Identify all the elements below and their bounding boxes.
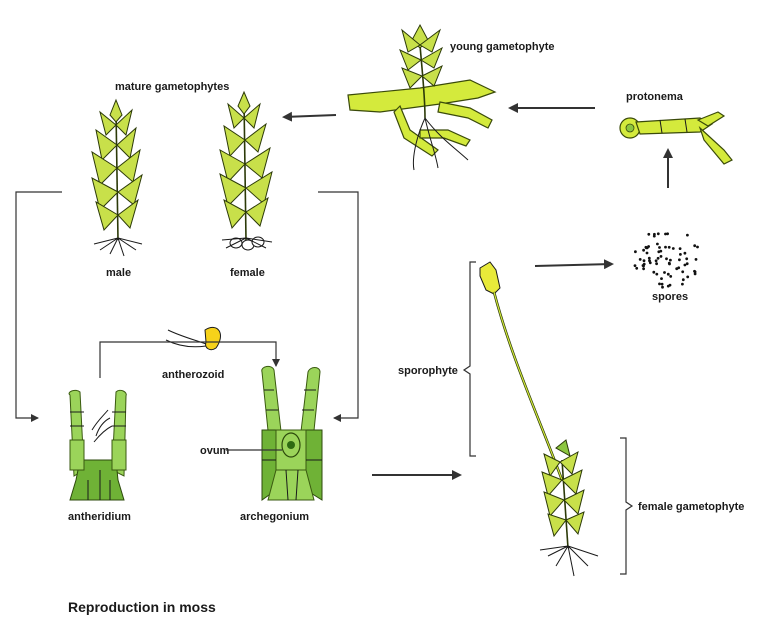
arrow-young-to-mature — [282, 111, 337, 122]
spore-dot — [664, 245, 667, 249]
spore-dot — [647, 232, 651, 236]
spore-dot — [686, 275, 690, 279]
protonema-label: protonema — [626, 91, 684, 103]
spore-dot — [679, 253, 682, 256]
spore-dot — [666, 272, 670, 276]
spore-dot — [667, 261, 671, 265]
connector-male-to-antheridium — [15, 191, 62, 422]
spore-dot — [658, 246, 661, 249]
spore-dot — [655, 262, 658, 266]
spore-dot — [647, 245, 650, 248]
female-gametophyte-illustration — [219, 90, 273, 251]
connector-antherozoid — [99, 341, 280, 378]
antherozoid-label: antherozoid — [162, 369, 224, 381]
female-label: female — [230, 267, 265, 279]
spore-dot — [693, 244, 697, 248]
spore-dot — [664, 232, 667, 236]
spores-label: spores — [652, 291, 688, 303]
archegonium-illustration — [261, 365, 323, 501]
spore-dot — [642, 259, 646, 263]
spore-dot — [642, 248, 645, 252]
female-gametophyte-bracket — [620, 437, 634, 575]
spores-cluster — [633, 232, 699, 289]
spore-dot — [681, 278, 685, 282]
spore-dot — [656, 242, 659, 246]
spore-dot — [686, 233, 689, 237]
sporophyte-bracket — [462, 261, 476, 457]
spore-dot — [667, 245, 671, 249]
spore-dot — [671, 247, 675, 250]
spore-dot — [658, 282, 661, 286]
spore-dot — [669, 258, 672, 262]
spore-dot — [644, 245, 648, 249]
spore-dot — [642, 262, 646, 266]
antheridium-label: antheridium — [68, 511, 131, 523]
spore-dot — [693, 270, 697, 274]
connector-female-to-archegonium — [318, 191, 359, 422]
antherozoid-illustration — [165, 326, 221, 351]
male-gametophyte-illustration — [91, 98, 143, 257]
antheridium-illustration — [68, 389, 127, 501]
spore-dot — [642, 267, 645, 271]
spore-dot — [685, 257, 689, 261]
spore-dot — [696, 245, 699, 249]
male-label: male — [106, 267, 131, 279]
spore-dot — [657, 250, 661, 254]
spore-dot — [638, 258, 642, 261]
spore-dot — [683, 251, 687, 255]
spore-dot — [660, 282, 664, 286]
mature-gametophytes-label: mature gametophytes — [115, 81, 229, 93]
female-gametophyte-label: female gametophyte — [638, 501, 744, 513]
spore-dot — [665, 257, 668, 261]
spore-dot — [678, 247, 682, 251]
spore-dot — [681, 282, 684, 286]
sporophyte-illustration — [479, 261, 599, 577]
spore-dot — [654, 259, 658, 263]
spore-dot — [675, 267, 679, 271]
young-gametophyte-label: young gametophyte — [450, 41, 555, 53]
spore-dot — [635, 266, 639, 270]
spore-dot — [678, 258, 681, 262]
spore-dot — [655, 272, 659, 276]
spore-dot — [668, 283, 672, 287]
spore-dot — [653, 232, 656, 236]
archegonium-label: archegonium — [240, 511, 309, 523]
spore-dot — [660, 277, 663, 280]
spore-dot — [685, 262, 689, 266]
protonema-illustration — [619, 111, 733, 165]
young-gametophyte-illustration — [347, 23, 497, 171]
spore-dot — [694, 258, 698, 261]
spore-dot — [656, 232, 660, 236]
figure-caption: Reproduction in moss — [68, 599, 216, 615]
spore-dot — [633, 264, 637, 267]
spore-dot — [656, 256, 660, 260]
spore-dot — [683, 263, 687, 267]
spore-dot — [634, 250, 637, 254]
spore-dot — [681, 270, 685, 274]
spore-dot — [666, 232, 669, 236]
sporophyte-label: sporophyte — [398, 365, 458, 377]
spore-dot — [647, 256, 651, 260]
spore-dot — [659, 255, 663, 258]
spore-dot — [648, 261, 652, 265]
ovum-label: ovum — [200, 445, 230, 457]
spore-dot — [645, 251, 649, 255]
spore-dot — [693, 272, 697, 276]
spore-dot — [663, 271, 666, 274]
spore-dot — [648, 259, 651, 263]
spore-dot — [652, 270, 656, 274]
arrow-sporophyte-to-spores — [534, 259, 614, 270]
spore-dot — [669, 275, 673, 278]
spore-dot — [661, 285, 664, 289]
